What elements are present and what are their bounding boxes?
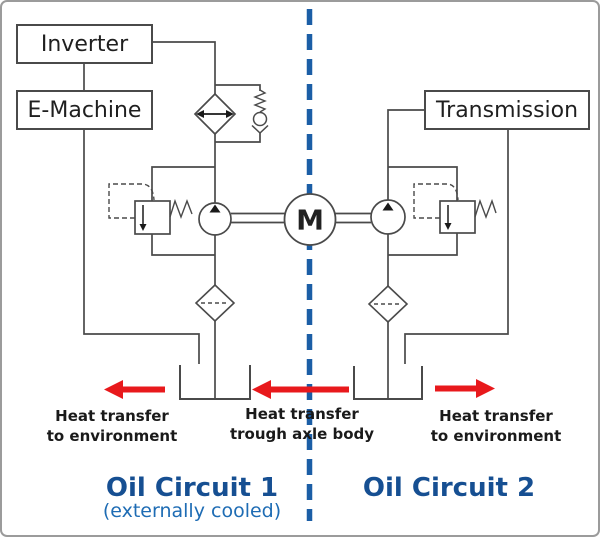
oil-circuit-1-title: Oil Circuit 1 [105,473,279,503]
left-filter-icon [194,283,236,323]
heat-label-left: Heat transfer to environment [36,406,188,446]
heat-label-center-line1: Heat transfer [245,405,359,423]
right-pump-icon [370,199,406,235]
transmission-label: Transmission [435,97,579,123]
right-relief-body [439,200,476,234]
left-relief-spring [169,198,193,219]
right-filter-icon [367,284,409,324]
heat-exchanger-arrowhead-left [196,110,204,118]
inverter-box: Inverter [16,24,153,64]
left-pump-icon [198,202,232,236]
heat-label-left-line2: to environment [46,427,178,445]
heat-label-center-line2: trough axle body [229,425,375,443]
plumbing-lines [83,41,509,400]
heat-label-right: Heat transfer to environment [420,406,572,446]
heat-label-right-line2: to environment [430,427,562,445]
e-machine-label: E-Machine [27,97,142,123]
right-pilot-line [413,183,459,219]
inverter-label: Inverter [40,31,129,57]
right-tank-icon [353,366,423,400]
left-relief-body [134,200,171,235]
pilot-lines [108,183,459,219]
right-relief-spring [474,198,497,219]
oil-circuit-1-subtitle: (externally cooled) [102,500,282,522]
right-relief-valve-icon [439,198,497,234]
left-relief-flow-arrowhead [139,224,147,231]
heat-label-center: Heat transfer trough axle body [226,404,378,444]
pipe-transmission-return [404,130,509,364]
left-pump-flow-triangle [209,204,221,213]
pipe-emachine-return [83,130,200,364]
motor-circle [283,193,337,246]
axle-shaft-lines [231,212,371,224]
heat-arrows [104,379,495,399]
motor-label: M [296,204,324,237]
right-pump-circle [370,199,406,235]
heat-label-left-line1: Heat transfer [55,407,169,425]
check-valve-icon [251,89,269,135]
pipe-checkvalve-bottom [215,133,261,143]
check-valve-spring [253,89,267,113]
right-relief-flow-arrowhead [444,223,452,230]
pipe-transmission-feed [387,109,424,201]
pipe-right-relief-bottom [388,233,458,256]
pipe-right-relief-top [388,166,458,201]
e-machine-box: E-Machine [16,90,153,130]
heat-arrow-left-icon [104,380,165,399]
oil-circuit-2-title: Oil Circuit 2 [362,473,536,503]
pipe-left-relief-bottom [151,234,215,256]
pipe-checkvalve-top [215,84,261,91]
cooler-assembly [193,89,269,136]
heat-arrow-center-icon [252,380,349,399]
heat-label-right-line1: Heat transfer [439,407,553,425]
pipe-inverter-feed [153,41,216,94]
electric-motor-icon: M [283,193,337,246]
check-valve-ball [252,111,268,127]
check-valve-seat [251,124,269,135]
heat-exchanger-arrowhead-right [226,110,234,118]
right-pump-flow-triangle [382,202,394,211]
left-pilot-line [108,183,155,219]
left-pump-circle [198,202,232,236]
heat-arrow-right-icon [435,379,495,398]
pipe-left-relief-top [151,166,215,201]
left-tank-icon [179,365,251,400]
transmission-box: Transmission [424,90,590,130]
left-relief-valve-icon [134,198,193,235]
